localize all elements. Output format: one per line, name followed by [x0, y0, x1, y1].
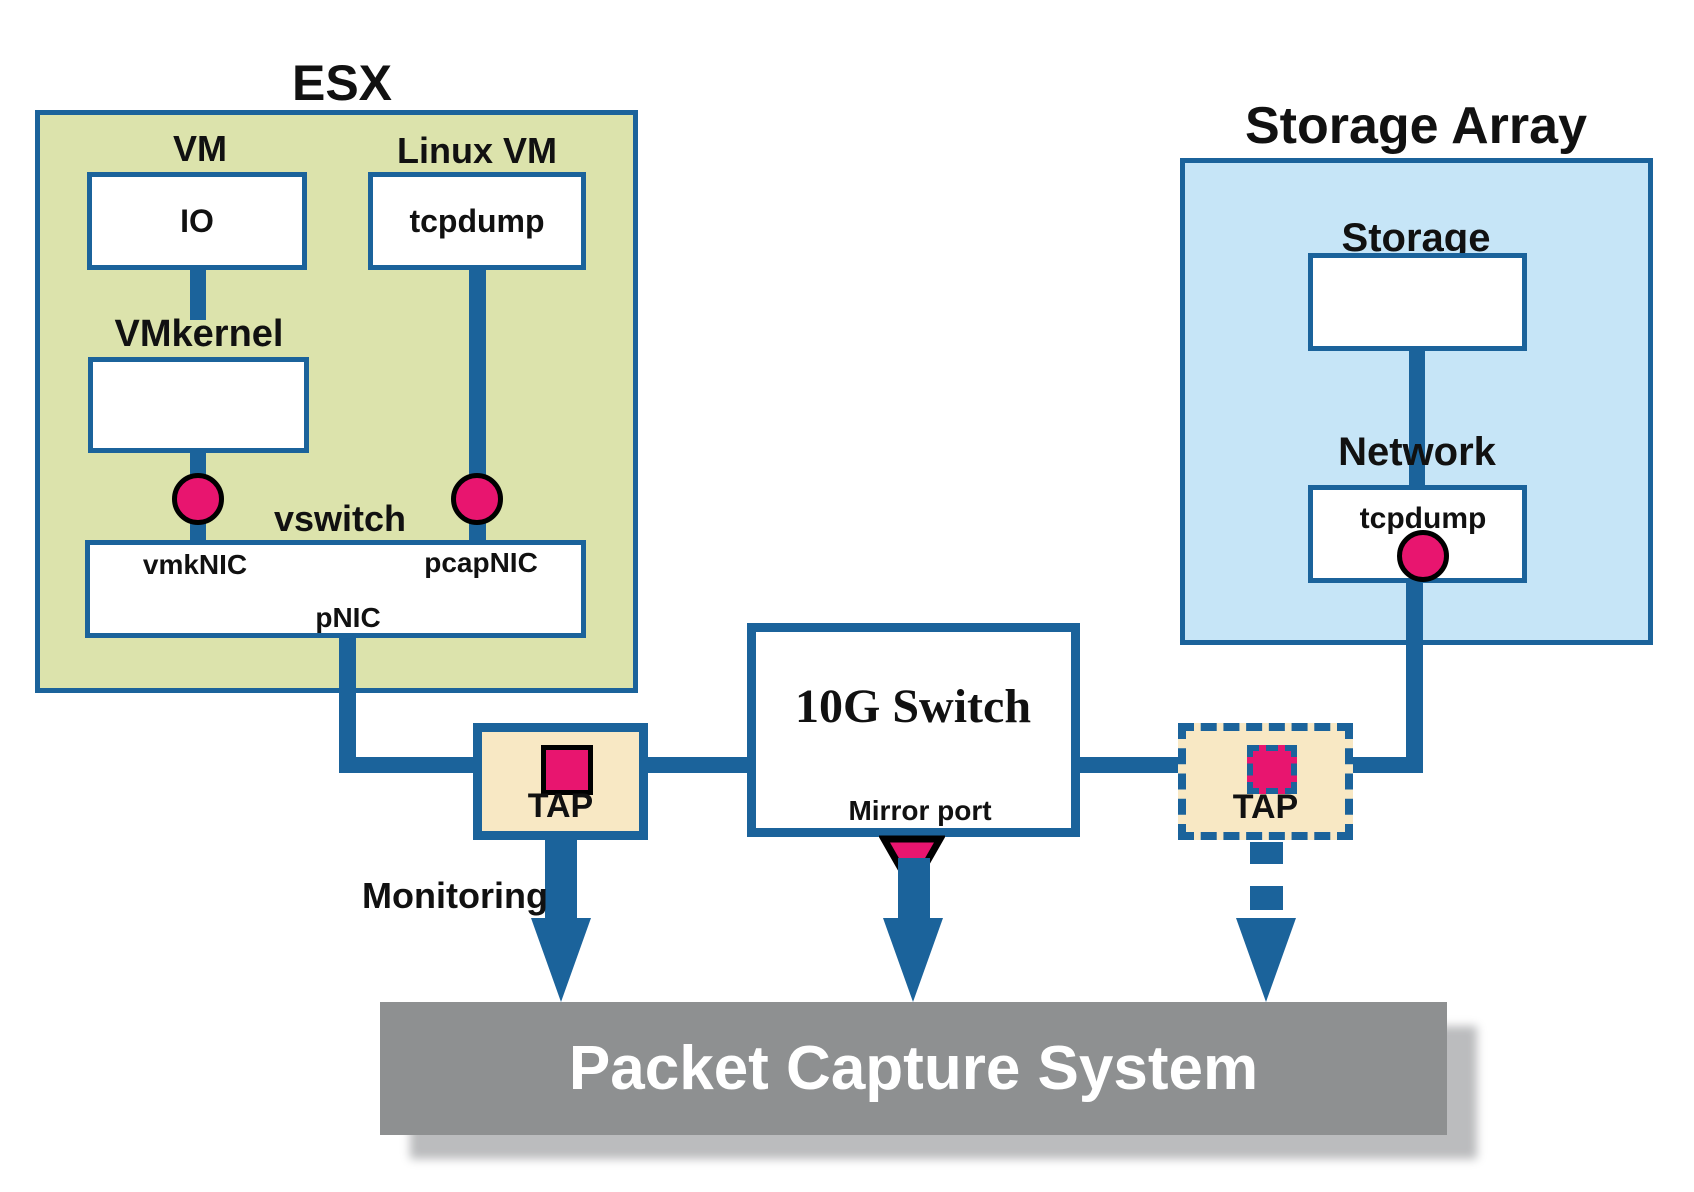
pcapnic-label: pcapNIC — [424, 547, 538, 578]
vmknic-port-dot-icon — [172, 473, 224, 525]
mirror-port-label: Mirror port — [848, 795, 992, 826]
linux-vm-label: Linux VM — [397, 130, 557, 171]
tap-right-arrow-dash — [1250, 886, 1283, 910]
connector-pnic-vertical — [339, 636, 356, 773]
connector-storage-to-network — [1409, 349, 1425, 487]
esx-title: ESX — [291, 55, 393, 111]
connector-network-to-tap — [1352, 757, 1423, 773]
connector-switch-to-tap — [1078, 757, 1180, 773]
vm-io-box: IO — [87, 172, 307, 270]
tap-right-box: TAP — [1178, 723, 1353, 840]
pnic-label: pNIC — [315, 602, 381, 633]
linux-vm-tcpdump-box: tcpdump — [368, 172, 586, 270]
storage-array-title: Storage Array — [1245, 97, 1587, 155]
vswitch-nic-box — [85, 540, 586, 638]
network-label: Network — [1338, 430, 1496, 474]
mirror-arrow-down-icon — [883, 918, 943, 1002]
storage-label: Storage — [1341, 216, 1491, 260]
vswitch-label: vswitch — [273, 498, 407, 539]
tap-right-label: TAP — [1232, 788, 1299, 826]
connector-io-to-vmkernel — [190, 268, 206, 320]
10g-switch-title: 10G Switch — [794, 680, 1032, 733]
packet-capture-system-box: Packet Capture System — [380, 1002, 1447, 1135]
connector-pnic-to-tap — [339, 757, 479, 773]
vmknic-label: vmkNIC — [142, 549, 248, 580]
monitoring-arrow-down-icon — [531, 918, 591, 1002]
storage-box — [1308, 253, 1527, 351]
10g-switch-box — [747, 623, 1080, 837]
monitoring-label: Monitoring — [362, 875, 548, 916]
monitoring-arrow-bar — [545, 838, 577, 920]
vmkernel-label: VMkernel — [114, 313, 284, 355]
network-port-dot-icon — [1397, 530, 1449, 582]
packet-capture-system-title: Packet Capture System — [568, 1033, 1259, 1103]
vmkernel-box — [88, 357, 309, 453]
mirror-arrow-bar — [898, 858, 930, 920]
network-box: tcpdump — [1308, 485, 1527, 583]
vm-label: VM — [173, 128, 227, 169]
connector-tap-to-switch — [646, 757, 749, 773]
tap-right-square-icon — [1247, 745, 1297, 794]
connector-network-down — [1406, 581, 1423, 773]
pcapnic-port-dot-icon — [451, 473, 503, 525]
tap-left-square-icon — [541, 745, 593, 795]
tap-right-arrow-down-icon — [1236, 918, 1296, 1002]
tap-right-arrow-dash — [1250, 842, 1283, 864]
connector-tcpdump-to-vswitch — [469, 268, 486, 540]
tap-left-label: TAP — [527, 787, 594, 825]
tap-left-box: TAP — [473, 723, 648, 840]
network-tcpdump-label: tcpdump — [1359, 502, 1487, 535]
